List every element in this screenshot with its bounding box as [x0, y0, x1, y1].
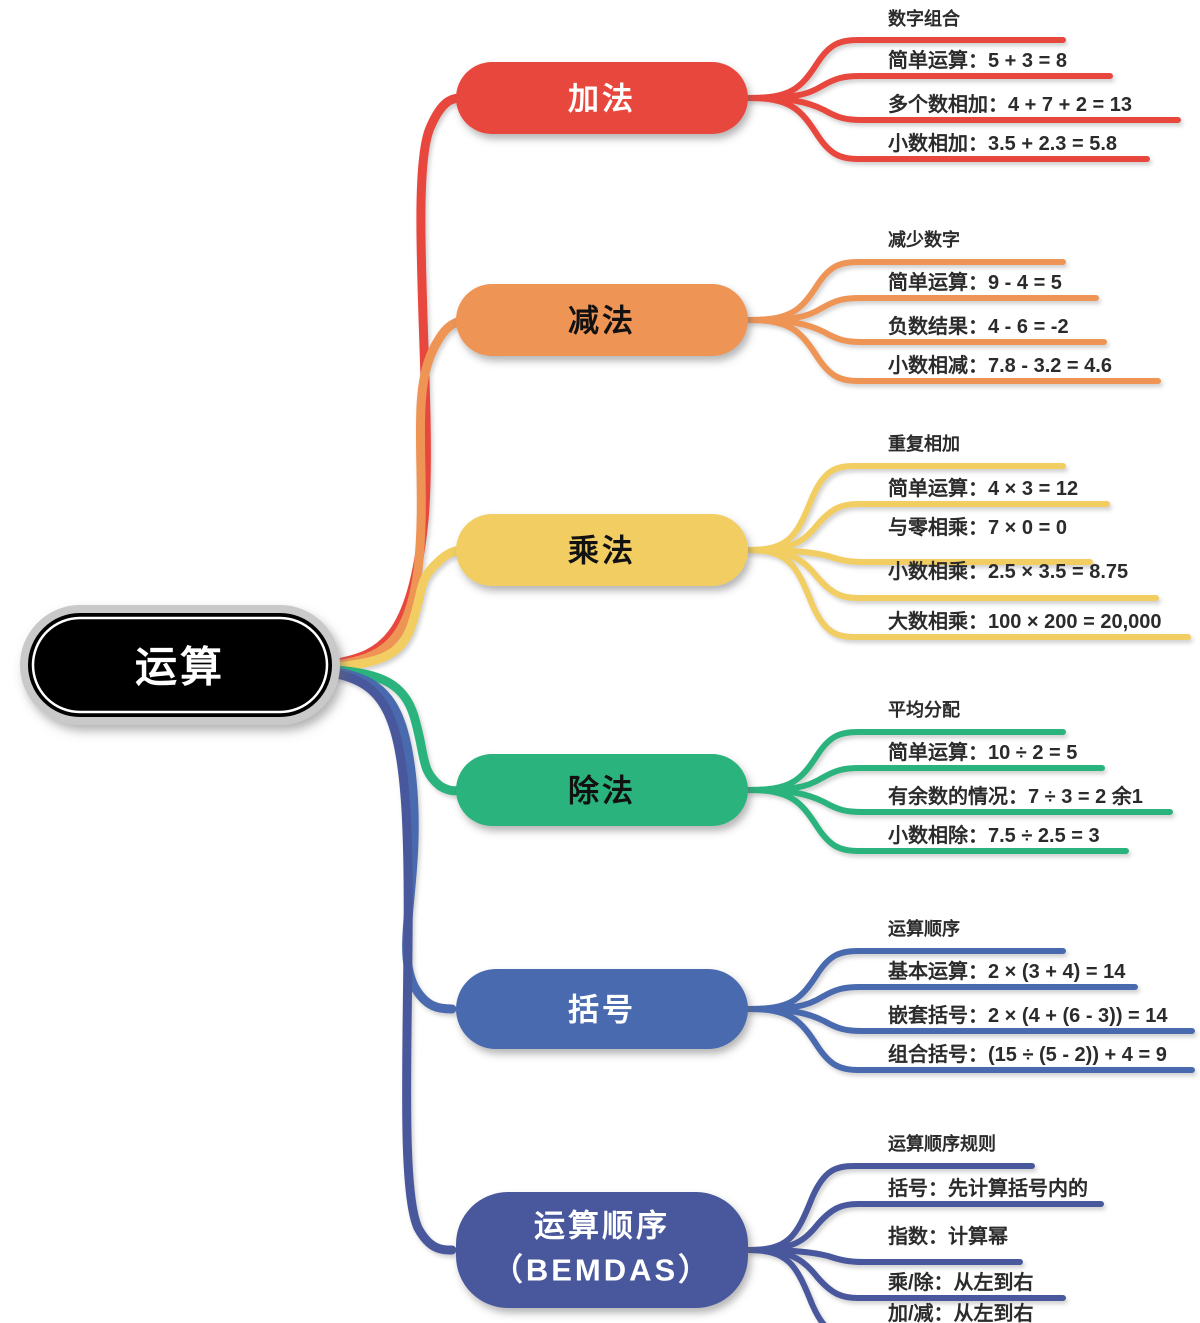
leaf-labels-multiplication: 重复相加 简单运算：4 × 3 = 12 与零相乘：7 × 0 = 0 小数相乘…: [888, 433, 1162, 633]
leaf-label: 加/减：从左到右: [887, 1301, 1034, 1323]
trunk-connector-4: [332, 667, 457, 1014]
leaf-label: 大数相乘：100 × 200 = 20,000: [888, 609, 1162, 633]
branch-node-division-shape[interactable]: [456, 754, 748, 826]
branch-node-subtraction-shape[interactable]: [456, 284, 748, 356]
branch-node-bemdas[interactable]: 运算顺序 （BEMDAS）: [456, 1192, 748, 1308]
leaf-label: 多个数相加：4 + 7 + 2 = 13: [888, 92, 1132, 116]
leaf-label: 运算顺序: [888, 918, 960, 939]
branch-node-multiplication[interactable]: 乘法: [456, 514, 748, 586]
leaf-label: 小数相除：7.5 ÷ 2.5 = 3: [888, 823, 1100, 847]
leaf-label: 负数结果：4 - 6 = -2: [888, 314, 1069, 338]
leaf-label: 小数相乘：2.5 × 3.5 = 8.75: [888, 559, 1128, 583]
leaf-connectors-addition: [745, 37, 1181, 162]
branch-node-multiplication-label: 乘法: [568, 534, 636, 569]
leaf-label: 与零相乘：7 × 0 = 0: [888, 515, 1067, 539]
trunk-connector-5: [332, 669, 457, 1255]
leaf-label: 简单运算：4 × 3 = 12: [888, 476, 1078, 500]
leaf-label: 数字组合: [888, 8, 961, 29]
branch-node-addition-label: 加法: [568, 82, 636, 117]
branch-node-parentheses-shape[interactable]: [456, 969, 748, 1049]
leaf-labels-addition: 数字组合 简单运算：5 + 3 = 8 多个数相加：4 + 7 + 2 = 13…: [888, 8, 1132, 155]
branch-node-bemdas-label-line2: （BEMDAS）: [492, 1253, 712, 1288]
leaf-label: 组合括号：(15 ÷ (5 - 2)) + 4 = 9: [888, 1042, 1167, 1066]
leaf-label: 简单运算：10 ÷ 2 = 5: [888, 740, 1077, 764]
leaf-labels-division: 平均分配 简单运算：10 ÷ 2 = 5 有余数的情况：7 ÷ 3 = 2 余1…: [888, 699, 1143, 847]
branch-node-subtraction-label: 减法: [568, 304, 636, 339]
leaf-labels-subtraction: 减少数字 简单运算：9 - 4 = 5 负数结果：4 - 6 = -2 小数相减…: [888, 229, 1112, 377]
branch-node-bemdas-label-line1: 运算顺序: [534, 1209, 670, 1244]
root-node[interactable]: 运算: [20, 605, 340, 725]
branch-node-division-label: 除法: [568, 774, 636, 809]
branch-node-multiplication-shape[interactable]: [456, 514, 748, 586]
leaf-label: 基本运算：2 × (3 + 4) = 14: [888, 959, 1126, 983]
leaf-connectors-parentheses: [745, 948, 1195, 1073]
leaf-label: 简单运算：5 + 3 = 8: [888, 48, 1067, 72]
leaf-connectors-multiplication: [745, 463, 1191, 640]
leaf-label: 简单运算：9 - 4 = 5: [888, 270, 1062, 294]
root-node-label: 运算: [135, 644, 225, 691]
trunk-connector-1: [332, 315, 469, 670]
leaf-label: 减少数字: [888, 229, 960, 250]
leaf-label: 运算顺序规则: [888, 1133, 996, 1154]
branch-node-addition-shape[interactable]: [456, 62, 748, 134]
leaf-connectors-division: [745, 729, 1173, 854]
leaf-labels-bemdas: 运算顺序规则 括号：先计算括号内的 指数：计算幂 乘/除：从左到右 加/减：从左…: [887, 1133, 1088, 1323]
leaf-label: 小数相加：3.5 + 2.3 = 5.8: [888, 131, 1117, 155]
trunk-connector-0: [332, 93, 467, 668]
leaf-label: 平均分配: [888, 699, 960, 720]
branch-node-parentheses-label: 括号: [568, 993, 636, 1028]
branch-node-bemdas-shape[interactable]: [456, 1192, 748, 1308]
leaf-label: 有余数的情况：7 ÷ 3 = 2 余1: [888, 784, 1143, 808]
leaf-connectors-bemdas: [745, 1163, 1104, 1323]
branch-node-division[interactable]: 除法: [456, 754, 748, 826]
branch-node-addition[interactable]: 加法: [456, 62, 748, 134]
leaf-label: 小数相减：7.8 - 3.2 = 4.6: [888, 353, 1112, 377]
leaf-labels-parentheses: 运算顺序 基本运算：2 × (3 + 4) = 14 嵌套括号：2 × (4 +…: [888, 918, 1168, 1066]
leaf-label: 指数：计算幂: [888, 1224, 1009, 1248]
leaf-label: 嵌套括号：2 × (4 + (6 - 3)) = 14: [888, 1003, 1168, 1027]
trunk-connector-2: [332, 545, 469, 672]
root-node-inner-border: [31, 616, 329, 714]
leaf-label: 括号：先计算括号内的: [888, 1176, 1088, 1200]
branch-node-parentheses[interactable]: 括号: [456, 969, 748, 1049]
leaf-label: 重复相加: [888, 433, 960, 454]
leaf-label: 乘/除：从左到右: [887, 1270, 1034, 1294]
branch-node-subtraction[interactable]: 减法: [456, 284, 748, 356]
leaf-connectors-subtraction: [745, 259, 1161, 384]
trunk-connector-3: [332, 665, 467, 796]
trunk-connectors: [332, 93, 469, 1255]
